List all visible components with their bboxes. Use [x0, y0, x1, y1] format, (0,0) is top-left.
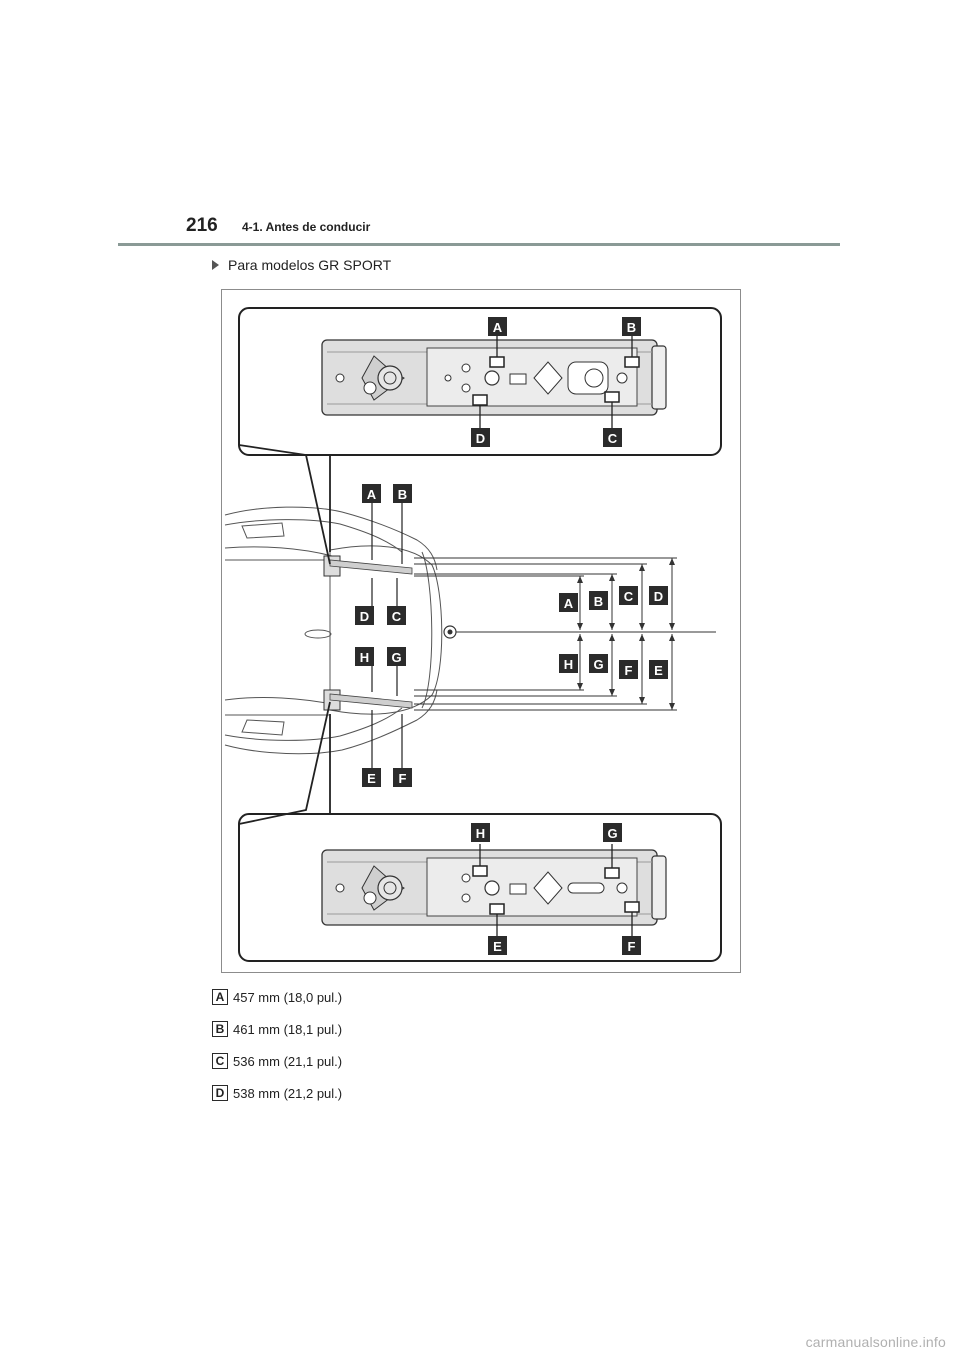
svg-text:B: B [398, 487, 407, 502]
svg-text:F: F [625, 663, 633, 678]
badge-b-top: B [622, 317, 641, 336]
badge-c-car: C [387, 606, 406, 625]
svg-text:G: G [593, 657, 603, 672]
legend-key-badge: B [212, 1021, 228, 1037]
svg-text:E: E [493, 939, 502, 954]
badge-a-dim: A [559, 593, 578, 612]
badge-d-car: D [355, 606, 374, 625]
bullet-text: Para modelos GR SPORT [228, 257, 392, 273]
svg-text:D: D [360, 609, 369, 624]
svg-text:C: C [624, 589, 634, 604]
badge-b-dim: B [589, 591, 608, 610]
legend-item: A 457 mm (18,0 pul.) [212, 988, 342, 1006]
badge-g-dim: G [589, 654, 608, 673]
badge-c-top: C [603, 428, 622, 447]
inset-callout-lines [238, 444, 331, 825]
page-number: 216 [186, 215, 218, 236]
legend-item: C 536 mm (21,1 pul.) [212, 1052, 342, 1070]
badge-e-car: E [362, 768, 381, 787]
svg-text:C: C [608, 431, 618, 446]
legend-value: 457 mm (18,0 pul.) [233, 989, 343, 1005]
rear-jack-point-inset [238, 813, 722, 962]
triangle-bullet-icon [212, 260, 219, 270]
svg-text:E: E [654, 663, 663, 678]
jack-points-figure: A B D C A B D C H G E F A B C D H G F E … [221, 289, 741, 973]
svg-text:E: E [367, 771, 376, 786]
badge-g-car: G [387, 647, 406, 666]
svg-text:H: H [360, 650, 369, 665]
legend-key-badge: C [212, 1053, 228, 1069]
legend-value: 461 mm (18,1 pul.) [233, 1021, 343, 1037]
svg-text:H: H [564, 657, 573, 672]
header-rule [118, 243, 840, 246]
dimension-lines [414, 557, 716, 711]
badge-a-top: A [488, 317, 507, 336]
svg-text:F: F [399, 771, 407, 786]
svg-text:A: A [493, 320, 503, 335]
badge-e-dim: E [649, 660, 668, 679]
legend-item: B 461 mm (18,1 pul.) [212, 1020, 342, 1038]
svg-text:F: F [628, 939, 636, 954]
badge-a-car: A [362, 484, 381, 503]
legend-key-badge: A [212, 989, 228, 1005]
bullet-heading: Para modelos GR SPORT [212, 257, 391, 273]
section-title: 4-1. Antes de conducir [242, 220, 371, 234]
svg-text:C: C [392, 609, 402, 624]
legend-key-badge: D [212, 1085, 228, 1101]
badge-f-dim: F [619, 660, 638, 679]
leader-lines [371, 503, 403, 768]
badge-d-top: D [471, 428, 490, 447]
svg-text:B: B [594, 594, 603, 609]
svg-text:B: B [627, 320, 636, 335]
dimension-arrowheads [577, 558, 675, 710]
badge-h-dim: H [559, 654, 578, 673]
badge-f-bottom: F [622, 936, 641, 955]
svg-text:D: D [654, 589, 663, 604]
svg-text:G: G [391, 650, 401, 665]
badge-e-bottom: E [488, 936, 507, 955]
front-jack-point-inset [238, 307, 722, 456]
badge-f-car: F [393, 768, 412, 787]
legend-value: 536 mm (21,1 pul.) [233, 1053, 343, 1069]
legend-item: D 538 mm (21,2 pul.) [212, 1084, 342, 1102]
svg-text:A: A [367, 487, 377, 502]
svg-text:G: G [607, 826, 617, 841]
badge-c-dim: C [619, 586, 638, 605]
svg-text:H: H [476, 826, 485, 841]
vehicle-underside-outline [224, 506, 443, 755]
dimension-legend: A 457 mm (18,0 pul.) B 461 mm (18,1 pul.… [212, 988, 342, 1116]
badge-h-bottom: H [471, 823, 490, 842]
svg-text:D: D [476, 431, 485, 446]
legend-value: 538 mm (21,2 pul.) [233, 1085, 343, 1101]
svg-text:A: A [564, 596, 574, 611]
jack-points-diagram: A B D C A B D C H G E F A B C D H G F E … [224, 307, 722, 962]
watermark-link[interactable]: carmanualsonline.info [805, 1334, 946, 1350]
badge-d-dim: D [649, 586, 668, 605]
badge-h-car: H [355, 647, 374, 666]
badge-g-bottom: G [603, 823, 622, 842]
badge-b-car: B [393, 484, 412, 503]
